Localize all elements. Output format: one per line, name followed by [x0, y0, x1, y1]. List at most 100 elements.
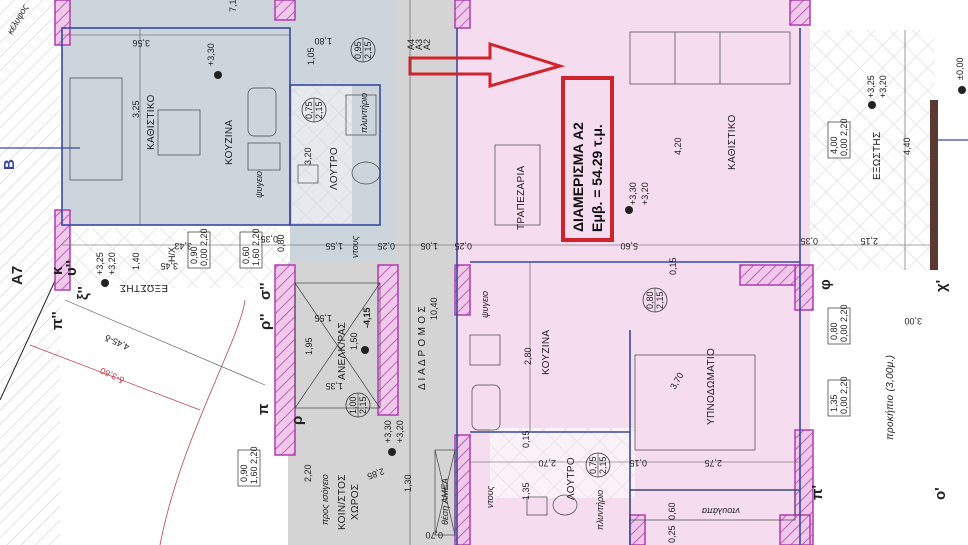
dim-text: 1,35: [325, 381, 343, 391]
window-sill: 1,60: [251, 248, 261, 266]
room-bath-left: ΛΟΥΤΡΟ: [329, 147, 340, 190]
washbasin-right: [552, 494, 578, 516]
apartment-signs: Α4 Α3 Α2: [406, 39, 432, 50]
dim-text: 0,80: [276, 234, 286, 252]
door-width: 0,80: [645, 291, 655, 309]
axis-xi2: ξ'': [75, 286, 92, 300]
level-a2-2: +3,20: [640, 182, 650, 205]
apartment-left: [62, 0, 290, 225]
room-corridor: Δ Ι Α Δ Ρ Ο Μ Ο Σ: [417, 306, 428, 390]
axis-u2: υ'': [63, 260, 80, 276]
level-marker-icon: [361, 346, 369, 354]
door-height: 2,15: [314, 101, 324, 119]
level-balcony-right-1: +3,25: [866, 75, 876, 98]
toilet-right: [526, 496, 548, 516]
window-head: 2,20: [839, 376, 849, 394]
door-width: 0,75: [588, 456, 598, 474]
sign-a4: Α4: [406, 39, 416, 50]
stove-right: [469, 334, 501, 366]
dim-text: 2,80: [523, 347, 533, 365]
level-left-living: +3,30: [206, 43, 216, 66]
door-height: 2,15: [363, 41, 373, 59]
fridge-left-label: ψυγειο: [254, 171, 264, 198]
window-head: 2,20: [199, 228, 209, 246]
railing-bar: [930, 100, 938, 270]
shower-right-label: ντους: [485, 485, 495, 508]
level-marker-icon: [214, 71, 222, 79]
boundary-line: [0, 269, 61, 401]
door-width: 0,75: [304, 101, 314, 119]
window-sill: 0,00: [199, 248, 209, 266]
stove-left: [247, 142, 281, 171]
room-setback: προκήπιο (3,00μ.): [884, 355, 896, 440]
dim-text: 0,25: [667, 525, 677, 543]
room-common-1: ΚΟΙΝ/ΣΤΟΣ: [337, 474, 348, 530]
bed: [634, 354, 756, 451]
dim-text: 3,20: [303, 147, 313, 165]
sink-right: [471, 384, 501, 431]
dim-text: 0,15: [629, 458, 647, 468]
dim-text: 0,25: [454, 241, 472, 251]
dim-text: 0,70: [425, 530, 443, 540]
dim-text: 2,20: [303, 464, 313, 482]
room-balcony-left: ΕΞΩΣΤΗΣ: [120, 282, 168, 293]
corridor-zone: [395, 0, 457, 545]
window-head: 2,20: [251, 228, 261, 246]
room-labels: ΚΑΘΙΣΤΙΚΟ ΚΟΥΖΙΝΑ ΛΟΥΤΡΟ Δ Ι Α Δ Ρ Ο Μ Ο…: [120, 94, 896, 530]
axis-a7: Α7: [9, 266, 26, 285]
dim-text: 3,43: [174, 241, 192, 251]
window-sill: 0,00: [839, 396, 849, 414]
disabled-spot-label: θέση ΑΜΕΑ: [440, 478, 450, 525]
door-width: 1,00: [348, 396, 358, 414]
room-balcony-right: ΕΞΩΣΤΗΣ: [872, 132, 883, 180]
window-sill: 0,00: [839, 324, 849, 342]
dim-text: 1,40: [131, 252, 141, 270]
sign-a3: Α3: [414, 39, 424, 50]
axis-chi: χ': [933, 280, 950, 292]
right-furniture: [469, 31, 796, 521]
dim-text: 7,1: [228, 0, 238, 12]
sofa-right: [629, 31, 791, 85]
door-width: 0,95: [353, 41, 363, 59]
axis-sigma2: σ'': [257, 283, 274, 300]
axis-rho2: ρ'': [257, 314, 274, 330]
apartment-title-box: ΔΙΑΜΕΡΙΣΜΑ Α2 Εμβ. = 54.29 τ.μ.: [561, 76, 614, 242]
window-head: 2,20: [249, 446, 259, 464]
level-markers: +3,30 +3,25 +3,20 -4,15 +3,30 +3,20 +3,3…: [95, 43, 966, 456]
dim-text: 1,50: [349, 332, 359, 350]
dim-text: 1,05: [306, 47, 316, 65]
dim-text: 1,80: [314, 36, 332, 46]
site-hatch: [0, 0, 60, 545]
dim-text: 0,35: [800, 236, 818, 246]
dim-text: 0,35: [260, 234, 278, 244]
level-ground: ±0,00: [955, 58, 965, 80]
washer-right-label: πλυντήριο: [595, 490, 605, 530]
disabled-spot: [434, 449, 456, 536]
window-sill: 1,60: [249, 466, 259, 484]
bath-right-tiles: [490, 428, 635, 498]
axis-pi1: π': [809, 485, 826, 500]
door-height: 2,15: [358, 396, 368, 414]
dim-text: 0,25: [377, 241, 395, 251]
door-height: 2,15: [655, 291, 665, 309]
window-width: 0,60: [241, 246, 251, 264]
washer-left: [345, 94, 377, 136]
window-head: 2,20: [839, 304, 849, 322]
room-bath-right: ΛΟΥΤΡΟ: [566, 457, 577, 500]
room-bedroom: ΥΠΝΟΔΩΜΑΤΙΟ: [706, 348, 717, 425]
washer-left-label: πλυντήριο: [359, 93, 369, 133]
window-head: 2,20: [839, 118, 849, 136]
dim-text: 1,95: [304, 337, 314, 355]
level-elevator: -4,15: [362, 307, 372, 328]
room-elevator: ΑΝΕΛΚ/ΡΑΣ: [337, 322, 348, 380]
coffee-table-left: [157, 109, 201, 156]
axis-pi: π: [255, 403, 272, 415]
axis-phi: φ: [817, 279, 834, 290]
level-marker-icon: [101, 279, 109, 287]
level-balcony-left-2: +3,20: [107, 252, 117, 275]
dim-text: 1,55: [325, 241, 343, 251]
axis-pi2: π'': [49, 311, 66, 330]
dim-text: 2,15: [860, 236, 878, 246]
dim-text: 2,70: [538, 458, 556, 468]
room-dining: ΤΡΑΠΕΖΑΡΙΑ: [516, 165, 527, 230]
